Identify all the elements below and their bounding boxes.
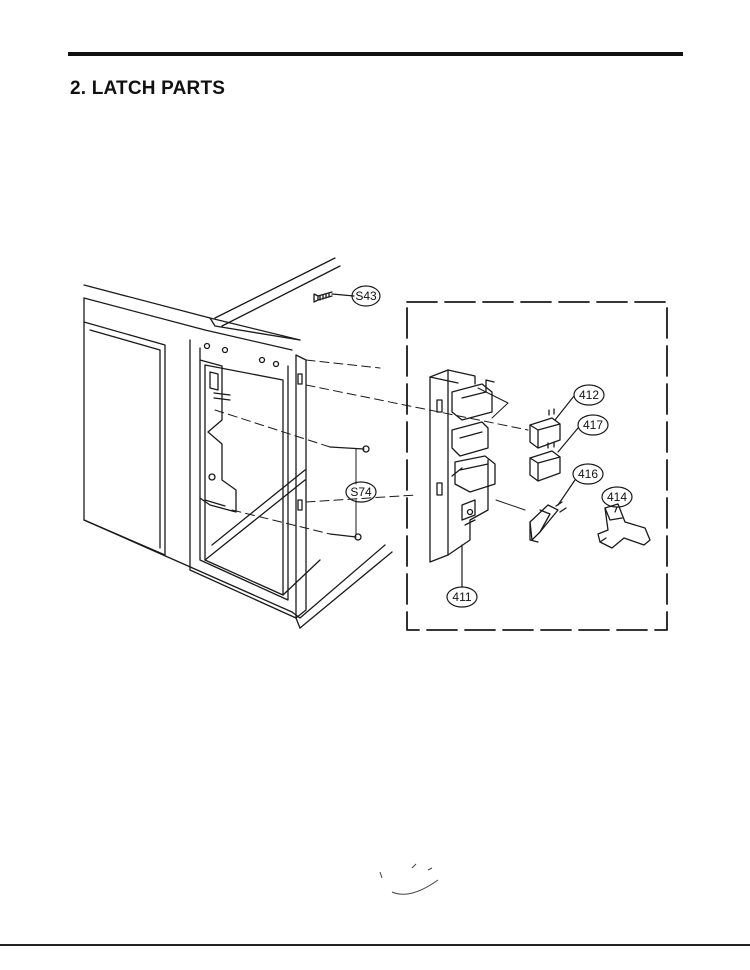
dashed-leader-lines <box>214 359 529 535</box>
section-title: 2. LATCH PARTS <box>70 78 226 99</box>
screw-s43 <box>313 291 355 303</box>
switch-417 <box>529 441 561 482</box>
screws-s74 <box>329 445 370 541</box>
callout-s43: S43 <box>355 289 377 303</box>
latch-body <box>429 369 526 563</box>
callouts <box>345 285 633 608</box>
callout-411: 411 <box>452 590 471 604</box>
switch-416 <box>529 501 567 543</box>
switch-412 <box>529 408 561 449</box>
cabinet-frame <box>83 257 393 629</box>
callout-416: 416 <box>578 467 598 481</box>
callout-412: 412 <box>579 388 599 402</box>
callout-417: 417 <box>583 418 603 432</box>
top-rule <box>68 52 683 56</box>
detail-box <box>406 301 668 631</box>
callout-414: 414 <box>607 490 627 504</box>
bottom-rule <box>0 944 750 946</box>
lever-414 <box>597 503 651 549</box>
scan-marks <box>379 863 439 895</box>
callout-s74: S74 <box>350 485 372 499</box>
